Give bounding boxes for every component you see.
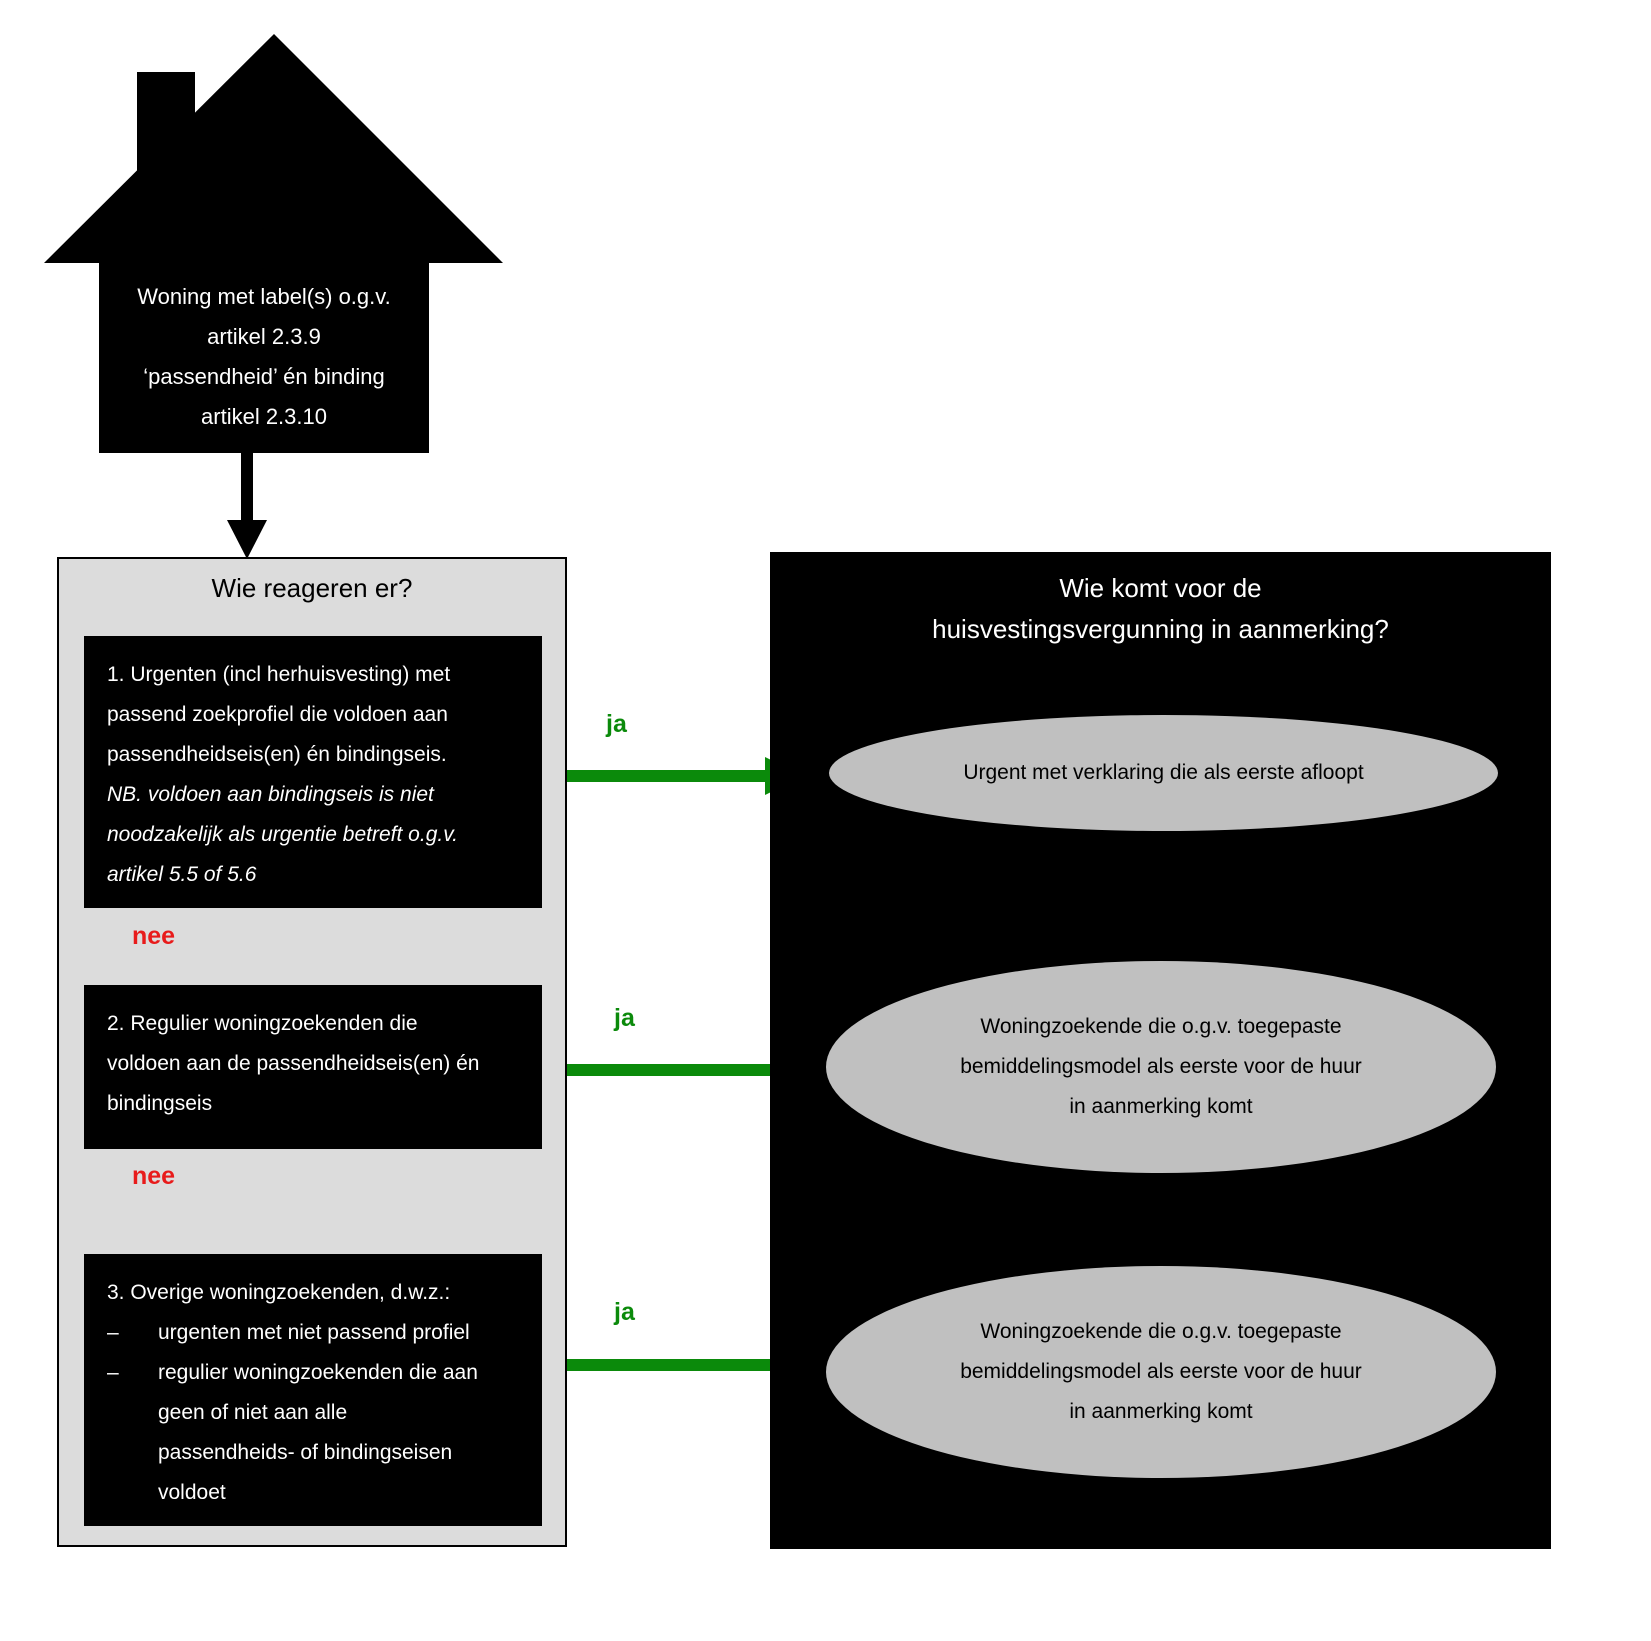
ja-label: ja	[606, 710, 627, 738]
outcome-other-ellipse: Woningzoekende die o.g.v. toegepaste bem…	[826, 1266, 1496, 1478]
box-note-line: noodzakelijk als urgentie betreft o.g.v.	[107, 823, 458, 846]
bullet-line: passendheids- of bindingseisen	[158, 1441, 453, 1464]
bullet-line: urgenten met niet passend profiel	[158, 1321, 470, 1344]
box-line: 2. Regulier woningzoekenden die	[107, 1012, 418, 1035]
ja-label: ja	[614, 1004, 635, 1032]
house-label-line: artikel 2.3.9	[207, 324, 321, 349]
title-line: huisvestingsvergunning in aanmerking?	[932, 614, 1389, 644]
bullet-dash: –	[107, 1361, 119, 1384]
ellipse-line: bemiddelingsmodel als eerste voor de huu…	[960, 1360, 1362, 1383]
nee-label: nee	[132, 922, 176, 950]
urgent-respondents-box: 1. Urgenten (incl herhuisvesting) met pa…	[84, 636, 542, 908]
bullet-item: – regulier woningzoekenden die aan geen …	[107, 1353, 542, 1513]
respondents-panel-title: Wie reageren er?	[211, 573, 413, 603]
outcome-urgent-ellipse: Urgent met verklaring die als eerste afl…	[829, 715, 1498, 831]
box-note-line: NB. voldoen aan bindingseis is niet	[107, 783, 434, 806]
bullet-line: voldoet	[158, 1481, 226, 1504]
box-line: voldoen aan de passendheidseis(en) én	[107, 1052, 480, 1075]
bullet-dash: –	[107, 1321, 119, 1344]
box-line: passend zoekprofiel die voldoen aan	[107, 703, 448, 726]
bullet-line: regulier woningzoekenden die aan	[158, 1361, 478, 1384]
box-note-line: artikel 5.5 of 5.6	[107, 863, 257, 886]
bullet-item: – urgenten met niet passend profiel	[107, 1313, 542, 1353]
outcome-regular-ellipse: Woningzoekende die o.g.v. toegepaste bem…	[826, 961, 1496, 1173]
ellipse-line: Woningzoekende die o.g.v. toegepaste	[980, 1320, 1342, 1343]
regular-respondents-box: 2. Regulier woningzoekenden die voldoen …	[84, 985, 542, 1149]
ellipse-line: bemiddelingsmodel als eerste voor de huu…	[960, 1055, 1362, 1078]
eligibility-panel-title: Wie komt voor de huisvestingsvergunning …	[770, 568, 1551, 650]
ellipse-line: Woningzoekende die o.g.v. toegepaste	[980, 1015, 1342, 1038]
bullet-line: geen of niet aan alle	[158, 1401, 348, 1424]
nee-label: nee	[132, 1162, 176, 1190]
box-heading: 3. Overige woningzoekenden, d.w.z.:	[107, 1281, 451, 1304]
box-line: passendheidseis(en) én bindingseis.	[107, 743, 447, 766]
house-label-line: ‘passendheid’ én binding	[143, 364, 385, 389]
house-to-panel-arrow	[227, 452, 267, 559]
box-line: bindingseis	[107, 1092, 213, 1115]
ja-label: ja	[614, 1298, 635, 1326]
ellipse-line: in aanmerking komt	[1069, 1095, 1253, 1118]
ellipse-line: in aanmerking komt	[1069, 1400, 1253, 1423]
house-label: Woning met label(s) o.g.v. artikel 2.3.9…	[99, 277, 429, 437]
house-icon	[44, 34, 503, 453]
house-label-line: Woning met label(s) o.g.v.	[137, 284, 391, 309]
title-line: Wie komt voor de	[1059, 573, 1262, 603]
ja-arrow-1	[533, 757, 804, 795]
ellipse-text: Urgent met verklaring die als eerste afl…	[963, 761, 1364, 784]
other-respondents-box: 3. Overige woningzoekenden, d.w.z.: – ur…	[84, 1254, 542, 1526]
house-label-line: artikel 2.3.10	[201, 404, 327, 429]
box-line: 1. Urgenten (incl herhuisvesting) met	[107, 663, 451, 686]
